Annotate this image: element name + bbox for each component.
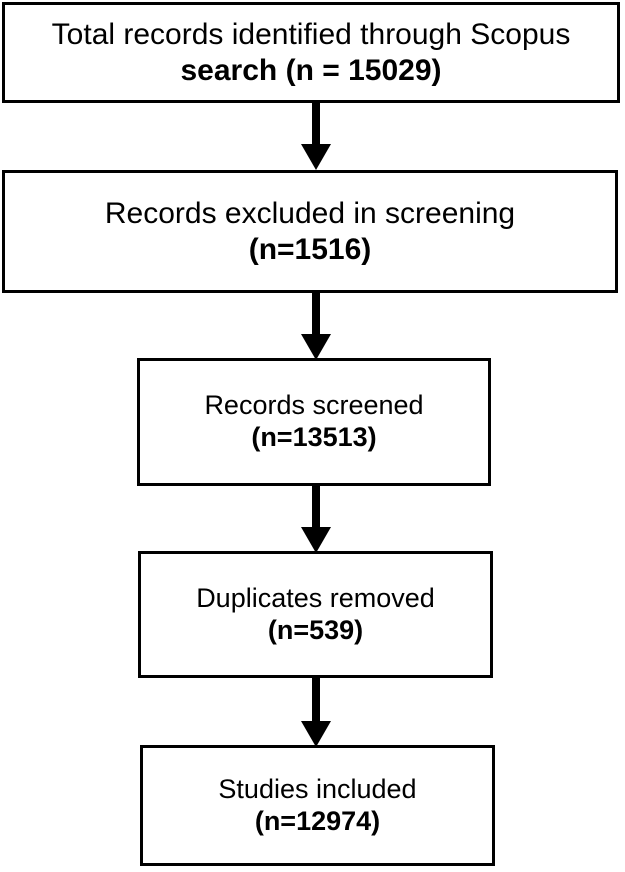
flow-node-line-2: (n=1516) [248,232,372,266]
flow-node-line-1: Records excluded in screening [104,197,516,231]
connector-3-down-arrow-icon [296,481,336,555]
flow-node-line-1: Studies included [218,773,417,804]
flow-node-duplicates-removed: Duplicates removed (n=539) [138,551,493,678]
flow-node-line-2: (n=13513) [251,422,377,452]
flow-node-records-screened: Records screened (n=13513) [137,358,491,486]
flow-node-line-2: search (n = 15029) [180,53,442,87]
flow-node-line-1: Duplicates removed [196,582,435,613]
flow-node-line-2: (n=12974) [254,805,381,836]
flow-node-studies-included: Studies included (n=12974) [140,745,495,866]
flow-node-records-excluded-in-screening: Records excluded in screening (n=1516) [2,170,618,293]
flow-node-total-records-identified: Total records identified through Scopus … [2,2,620,103]
connector-4-down-arrow-icon [296,673,336,749]
connector-2-down-arrow-icon [296,288,336,362]
flow-node-line-1: Total records identified through Scopus [51,18,571,52]
connector-1-down-arrow-icon [296,100,336,172]
flow-node-line-2: (n=539) [267,614,364,645]
flow-node-line-1: Records screened [204,390,424,421]
